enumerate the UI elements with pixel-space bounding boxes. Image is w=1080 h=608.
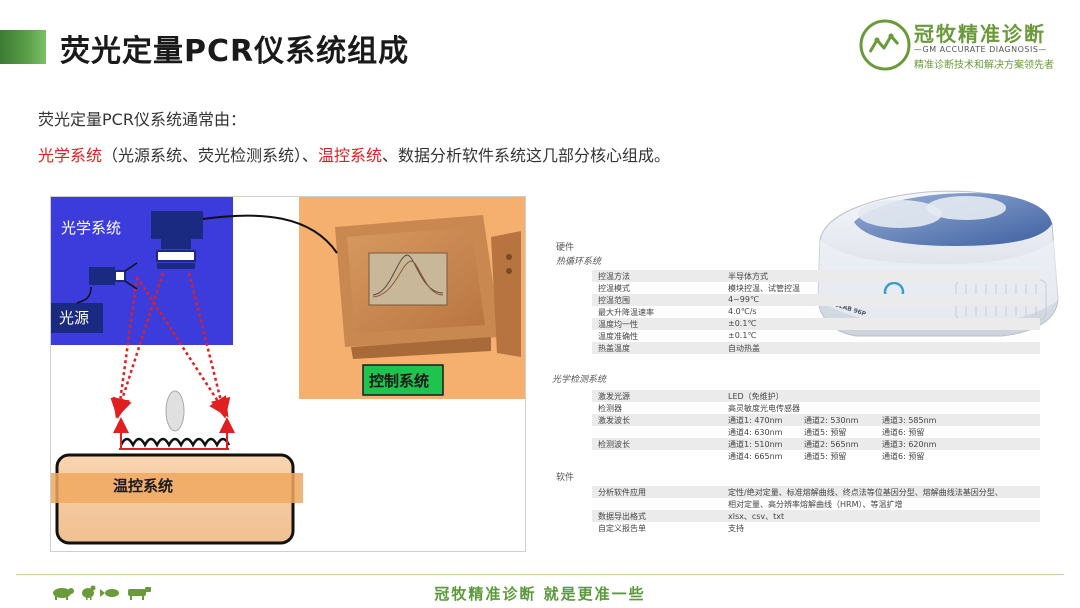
spec-cell: 通道5: 预留	[804, 428, 847, 437]
spec-cell: 温度准确性	[598, 332, 638, 341]
spec-cell: 控温范围	[598, 296, 630, 305]
spec-row: 分析软件应用 定性/绝对定量、标准熔解曲线、终点法等位基因分型、熔解曲线法基因分型…	[592, 486, 1040, 498]
software-heading: 软件	[556, 473, 575, 483]
spec-cell: ±0.1℃	[728, 331, 757, 340]
spec-row: 控温范围 4~99℃	[592, 294, 1040, 306]
optical-system-label: 光学系统	[61, 219, 122, 237]
spec-cell: 通道1: 510nm	[728, 440, 783, 449]
page-title: 荧光定量PCR仪系统组成	[60, 34, 410, 69]
spec-row: 热盖温度 自动热盖	[592, 342, 1040, 354]
spec-cell: 通道1: 470nm	[728, 416, 783, 425]
pcr-system-diagram: 光学系统 光源 控制系统 温控系统	[50, 196, 526, 552]
spec-row: 控温方法 半导体方式	[592, 270, 1040, 282]
optical-detail-text: （光源系统、荧光检测系统）、	[102, 146, 319, 165]
spec-cell: 激发波长	[598, 416, 630, 425]
spec-cell: 数据导出格式	[598, 512, 646, 521]
components-line: 光学系统（光源系统、荧光检测系统）、温控系统、数据分析软件系统这几部分核心组成。	[38, 142, 670, 166]
spec-row: 相对定量、高分辨率熔解曲线（HRM）、等温扩增	[592, 498, 1040, 510]
spec-cell: 温度均一性	[598, 320, 638, 329]
tube-wave	[119, 437, 231, 448]
hardware-heading: 硬件	[556, 243, 575, 253]
logo-name: 冠牧精准诊断	[914, 22, 1046, 46]
spec-cell: 相对定量、高分辨率熔解曲线（HRM）、等温扩增	[728, 500, 903, 509]
temp-system-text: 温控系统	[318, 146, 383, 165]
spec-cell: 通道6: 预留	[882, 452, 925, 461]
light-emitter-graphic	[89, 262, 138, 290]
spec-cell: 定性/绝对定量、标准熔解曲线、终点法等位基因分型、熔解曲线法基因分型、	[728, 488, 1003, 497]
logo-english: —GM ACCURATE DIAGNOSIS—	[914, 45, 1047, 54]
logo-slogan: 精准诊断技术和解决方案领先者	[914, 60, 1054, 71]
spec-cell: 检测器	[598, 404, 622, 413]
spec-row: 通道4: 665nm 通道5: 预留 通道6: 预留	[592, 450, 1040, 462]
spec-cell: 通道6: 预留	[882, 428, 925, 437]
diagram-svg	[51, 197, 525, 545]
spec-cell: 通道5: 预留	[804, 452, 847, 461]
company-logo: 冠牧精准诊断 —GM ACCURATE DIAGNOSIS— 精准诊断技术和解决…	[858, 16, 1058, 76]
spec-cell: 通道2: 565nm	[804, 440, 859, 449]
spec-row: 最大升降温速率 4.0℃/s	[592, 306, 1040, 318]
footer-slogan: 冠牧精准诊断 就是更准一些	[434, 585, 646, 603]
spec-cell: 半导体方式	[728, 272, 768, 281]
light-source-box	[51, 303, 103, 333]
pig-icon	[53, 588, 74, 600]
rest-text: 、数据分析软件系统这几部分核心组成。	[382, 146, 671, 165]
light-source-label: 光源	[59, 309, 90, 327]
spec-cell: 自动热盖	[728, 344, 760, 353]
cow-icon	[128, 587, 151, 600]
spec-cell: 4~99℃	[728, 295, 759, 304]
spec-cell: 分析软件应用	[598, 488, 646, 497]
spec-cell: 通道4: 665nm	[728, 452, 783, 461]
detector-graphic	[151, 211, 203, 269]
control-label-box	[362, 364, 444, 396]
title-accent-bar	[0, 30, 46, 64]
optical-heading: 光学检测系统	[552, 375, 607, 385]
spec-cell: 最大升降温速率	[598, 308, 654, 317]
spec-row: 自定义报告单 支持	[592, 522, 1040, 534]
spec-row: 检测器 高灵敏度光电传感器	[592, 402, 1040, 414]
thermal-heading: 热循环系统	[556, 257, 602, 267]
spec-cell: 支持	[728, 524, 744, 533]
light-paths	[110, 272, 231, 419]
spec-row: 控温模式 模块控温、试管控温	[592, 282, 1040, 294]
spec-cell: 检测波长	[598, 440, 630, 449]
spec-row: 数据导出格式 xlsx、csv、txt	[592, 510, 1040, 522]
temp-system-label: 温控系统	[113, 477, 174, 495]
spec-row: 通道4: 630nm 通道5: 预留 通道6: 预留	[592, 426, 1040, 438]
spec-cell: 4.0℃/s	[728, 307, 757, 316]
spec-row: 温度均一性 ±0.1℃	[592, 318, 1040, 330]
sample-drop	[165, 390, 185, 432]
spec-cell: 高灵敏度光电传感器	[728, 404, 800, 413]
monitor-graphic	[335, 215, 521, 359]
spec-cell: ±0.1℃	[728, 319, 757, 328]
spec-cell: 控温方法	[598, 272, 630, 281]
intro-line: 荧光定量PCR仪系统通常由：	[38, 110, 246, 129]
spec-cell: 模块控温、试管控温	[728, 284, 800, 293]
spec-cell: 通道3: 620nm	[882, 440, 937, 449]
spec-cell: 控温模式	[598, 284, 630, 293]
spec-row: 激发光源 LED（免维护）	[592, 390, 1040, 402]
spec-cell: LED（免维护）	[728, 392, 784, 401]
spec-cell: 通道3: 585nm	[882, 416, 937, 425]
spec-cell: 自定义报告单	[598, 524, 646, 533]
optical-system-text: 光学系统	[38, 146, 103, 165]
fish-icon	[100, 589, 119, 597]
spec-table: 硬件 热循环系统 控温方法 半导体方式控温模式 模块控温、试管控温控温范围 4~99℃…	[548, 232, 1048, 552]
spec-cell: 热盖温度	[598, 344, 630, 353]
spec-row: 检测波长 通道1: 510nm 通道2: 565nm 通道3: 620nm	[592, 438, 1040, 450]
spec-cell: 激发光源	[598, 392, 630, 401]
spec-cell: xlsx、csv、txt	[728, 512, 785, 521]
footer-divider	[16, 574, 1064, 575]
spec-row: 激发波长 通道1: 470nm 通道2: 530nm 通道3: 585nm	[592, 414, 1040, 426]
control-system-label: 控制系统	[369, 372, 430, 390]
animal-icons	[53, 585, 151, 600]
spec-row: 温度准确性 ±0.1℃	[592, 330, 1040, 342]
logo-mark-icon	[859, 19, 911, 71]
spec-cell: 通道4: 630nm	[728, 428, 783, 437]
spec-cell: 通道2: 530nm	[804, 416, 859, 425]
chicken-icon	[82, 585, 96, 600]
